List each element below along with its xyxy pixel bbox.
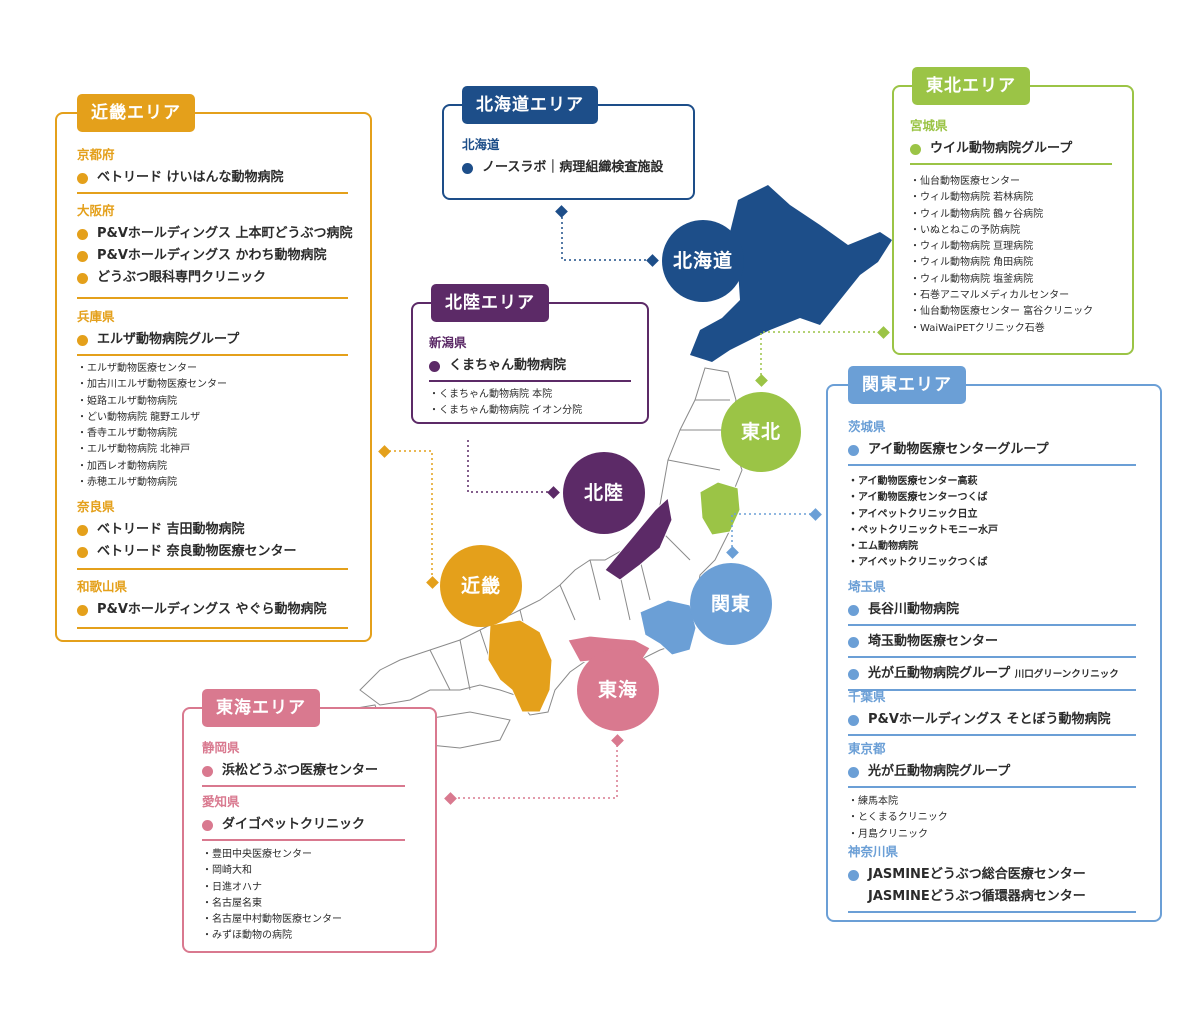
hospital-sub-list: ・エルザ動物医療センター・加古川エルザ動物医療センター ・姫路エルザ動物病院・ど… bbox=[77, 363, 227, 489]
hospital-item[interactable]: P&Vホールディングス かわち動物病院 bbox=[77, 245, 348, 267]
pref-osaka: 大阪府 bbox=[77, 203, 115, 218]
pref-chiba: 千葉県 bbox=[848, 689, 886, 704]
hospital-item[interactable]: JASMINEどうぶつ循環器病センター bbox=[868, 889, 1086, 904]
connector-kanto bbox=[731, 513, 815, 552]
pref-wakayama: 和歌山県 bbox=[77, 579, 128, 594]
kanto-area-title: 関東エリア bbox=[848, 366, 966, 404]
hospital-sub-list: ・アイ動物医療センター高萩・アイ動物医療センターつくば ・アイペットクリニック日… bbox=[848, 476, 998, 569]
hokkaido-area-box: 北海道エリア 北海道 ノースラボ｜病理組織検査施設 bbox=[442, 86, 695, 200]
pref-nara: 奈良県 bbox=[77, 499, 115, 514]
hospital-sub-list: ・豊田中央医療センター・岡崎大和 ・日進オハナ・名古屋名東 ・名古屋中村動物医療… bbox=[202, 849, 342, 942]
hospital-item[interactable]: ベトリード 奈良動物医療センター bbox=[77, 541, 348, 563]
hokkaido-shape bbox=[690, 185, 892, 362]
hospital-item[interactable]: くまちゃん動物病院 bbox=[429, 355, 631, 377]
hospital-item[interactable]: 長谷川動物病院 bbox=[848, 599, 1136, 621]
hospital-item[interactable]: ノースラボ｜病理組織検査施設 bbox=[462, 157, 677, 179]
tokai-area-title: 東海エリア bbox=[202, 689, 320, 727]
connector-hokuriku bbox=[467, 440, 553, 493]
pref-kyoto: 京都府 bbox=[77, 147, 115, 162]
hospital-item[interactable]: 浜松どうぶつ医療センター bbox=[202, 760, 405, 782]
hokuriku-area-box: 北陸エリア 新潟県 くまちゃん動物病院 ・くまちゃん動物病院 本院・くまちゃん動… bbox=[411, 284, 649, 424]
kinki-area-box: 近畿エリア 京都府 ベトリード けいはんな動物病院 大阪府 P&Vホールディング… bbox=[55, 94, 372, 642]
hospital-item[interactable]: 光が丘動物病院グループ bbox=[848, 761, 1136, 783]
hospital-item[interactable]: JASMINEどうぶつ総合医療センター bbox=[848, 864, 1136, 886]
kinki-area-title: 近畿エリア bbox=[77, 94, 195, 132]
hospital-item[interactable]: ダイゴペットクリニック bbox=[202, 814, 405, 836]
tohoku-area-box: 東北エリア 宮城県 ウイル動物病院グループ ・仙台動物医療センター・ウィル動物病… bbox=[892, 67, 1134, 355]
tohoku-shape bbox=[699, 481, 741, 536]
hokkaido-area-title: 北海道エリア bbox=[462, 86, 598, 124]
tokai-area-box: 東海エリア 静岡県 浜松どうぶつ医療センター 愛知県 ダイゴペットクリニック ・… bbox=[182, 689, 437, 953]
pref-aichi: 愛知県 bbox=[202, 794, 240, 809]
hospital-item[interactable]: どうぶつ眼科専門クリニック bbox=[77, 267, 348, 289]
kinki-shape bbox=[487, 619, 553, 713]
hospital-item[interactable]: P&Vホールディングス 上本町どうぶつ病院 bbox=[77, 223, 353, 245]
region-tohoku-circle[interactable]: 東北 bbox=[721, 392, 801, 472]
region-kanto-circle[interactable]: 関東 bbox=[690, 563, 772, 645]
pref-tokyo: 東京都 bbox=[848, 741, 886, 756]
pref-hyogo: 兵庫県 bbox=[77, 309, 115, 324]
hospital-item[interactable]: エルザ動物病院グループ bbox=[77, 329, 348, 351]
kanto-area-box: 関東エリア 茨城県 アイ動物医療センターグループ ・アイ動物医療センター高萩・ア… bbox=[826, 366, 1162, 922]
hospital-item[interactable]: P&Vホールディングス やぐら動物病院 bbox=[77, 599, 348, 621]
region-tokai-circle[interactable]: 東海 bbox=[577, 649, 659, 731]
pref-miyagi: 宮城県 bbox=[910, 118, 948, 133]
connector-hokkaido bbox=[561, 212, 652, 261]
hospital-item[interactable]: アイ動物医療センターグループ bbox=[848, 439, 1136, 461]
hospital-sub-list: ・くまちゃん動物病院 本院・くまちゃん動物病院 イオン分院 bbox=[429, 389, 583, 417]
region-kinki-circle[interactable]: 近畿 bbox=[440, 545, 522, 627]
tohoku-area-title: 東北エリア bbox=[912, 67, 1030, 105]
pref-niigata: 新潟県 bbox=[429, 335, 467, 350]
hospital-sub-list: ・練馬本院・とくまるクリニック・月島クリニック bbox=[848, 796, 948, 840]
hospital-item[interactable]: ベトリード 吉田動物病院 bbox=[77, 519, 348, 541]
region-hokuriku-circle[interactable]: 北陸 bbox=[563, 452, 645, 534]
hospital-item[interactable]: 光が丘動物病院グループ 川口グリーンクリニック bbox=[848, 663, 1136, 686]
kanto-shape bbox=[639, 599, 697, 656]
hospital-item[interactable]: ウイル動物病院グループ bbox=[910, 138, 1112, 160]
connector-tohoku bbox=[760, 331, 883, 380]
pref-hokkaido: 北海道 bbox=[462, 137, 500, 152]
hospital-sub-list: ・仙台動物医療センター・ウィル動物病院 若林病院 ・ウィル動物病院 鶴ヶ谷病院・… bbox=[910, 176, 1094, 334]
hospital-item[interactable]: ベトリード けいはんな動物病院 bbox=[77, 167, 348, 189]
hospital-item[interactable]: P&Vホールディングス そとぼう動物病院 bbox=[848, 709, 1136, 731]
hokuriku-shape bbox=[604, 497, 673, 581]
connector-kinki bbox=[384, 450, 433, 582]
hospital-item[interactable]: 埼玉動物医療センター bbox=[848, 631, 1136, 653]
pref-saitama: 埼玉県 bbox=[848, 579, 886, 594]
region-hokkaido-circle[interactable]: 北海道 bbox=[662, 220, 744, 302]
connector-tokai bbox=[450, 740, 618, 799]
pref-kanagawa: 神奈川県 bbox=[848, 844, 899, 859]
hokuriku-area-title: 北陸エリア bbox=[431, 284, 549, 322]
pref-shizuoka: 静岡県 bbox=[202, 740, 240, 755]
pref-ibaraki: 茨城県 bbox=[848, 419, 886, 434]
